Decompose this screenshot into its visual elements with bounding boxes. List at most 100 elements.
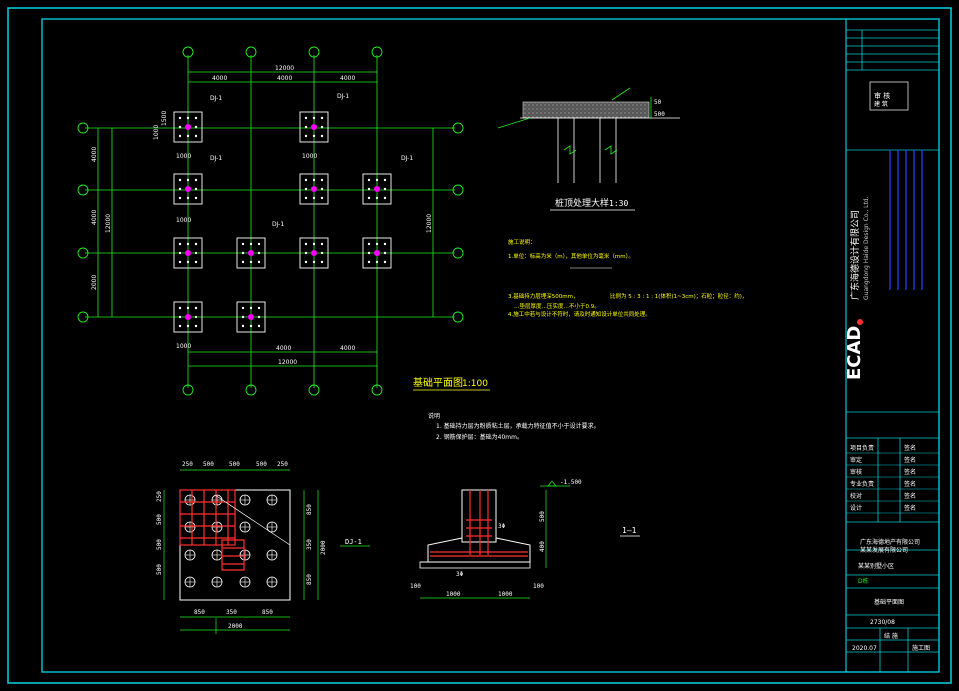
section-dim: 1000 (498, 591, 513, 598)
pile-dot (383, 178, 387, 182)
tb-drawing-name: 基础平面图 (874, 598, 904, 606)
pile-dot (375, 260, 379, 264)
dj-left-dim: 500 (156, 514, 163, 525)
pile-dot (320, 134, 324, 138)
dj-right-dim: 350 (306, 539, 313, 550)
pile-detail: 500 50 (497, 87, 680, 183)
pile-dot (178, 187, 182, 191)
pile-dot (383, 187, 387, 191)
pile-dot (257, 251, 261, 255)
pile-dot (320, 187, 324, 191)
footing (299, 237, 329, 269)
pile-dot (320, 196, 324, 200)
footing (173, 173, 203, 205)
dj-top-dim: 500 (229, 461, 240, 468)
pile-dot (186, 242, 190, 246)
stamp-text: 审 核 (874, 91, 890, 100)
footing-tag: DJ-1 (401, 155, 413, 162)
pile-dot (383, 242, 387, 246)
footing-dim: 1000 (302, 153, 317, 160)
stamp-box (869, 81, 909, 111)
tb-row-signature: 签名 (904, 444, 916, 452)
brand-logo: ECAD (844, 326, 865, 380)
pile-dot (249, 260, 253, 264)
footing (173, 301, 203, 333)
pile-dot (178, 251, 182, 255)
pile-dot (249, 324, 253, 328)
tb-row-signature: 签名 (904, 480, 916, 488)
tb-discipline: 结 施 (884, 632, 898, 640)
section-label: 1—1 (622, 526, 637, 535)
notes-line3b: 比例为 5 : 3 : 1 : 1(体积(1~3cm)；石粒；粒径：约)， (610, 292, 747, 300)
pile-dot (257, 260, 261, 264)
pile-dot (178, 324, 182, 328)
pile-dot (367, 260, 371, 264)
footing (299, 111, 329, 143)
pile-dot (257, 315, 261, 319)
tb-row-signature: 签名 (904, 492, 916, 500)
dj-top-dim: 250 (182, 461, 193, 468)
notes-header: 施工说明： (508, 238, 536, 246)
tb-drawing-no: 2730/08 (870, 619, 895, 626)
notes-line3a: 3.基础持力层埋深500mm， (508, 292, 578, 300)
section-side-dim: 100 (533, 583, 544, 590)
tb-sub-project: D栋 (858, 577, 869, 585)
tb-row-signature: 签名 (904, 468, 916, 476)
plan-title: 基础平面图 (413, 376, 463, 389)
pile-dot (249, 242, 253, 246)
dj-left-dim: 500 (156, 539, 163, 550)
dj-tag: DJ-1 (345, 538, 362, 546)
pile-dot (257, 242, 261, 246)
tb-client2: 某某发展有限公司 (860, 546, 908, 554)
pile-dot (194, 187, 198, 191)
pile-dot (312, 242, 316, 246)
pile-dot (312, 196, 316, 200)
pile-dot (383, 251, 387, 255)
pile-dot (194, 242, 198, 246)
pile-dot (304, 125, 308, 129)
stamp-text-2: 建 筑 (874, 100, 888, 108)
footing-dots (178, 116, 387, 328)
pile-dot (186, 178, 190, 182)
pile-dot (194, 196, 198, 200)
dim-bottom-2: 4000 (340, 345, 355, 352)
dim-bottom-1: 4000 (276, 345, 291, 352)
footings (173, 111, 392, 333)
pile-dot (257, 324, 261, 328)
dj-left-dim: 500 (156, 564, 163, 575)
notes-line4: 4.施工中若与设计不符时，请及时通知设计单位共同处理。 (508, 310, 651, 318)
pile-dot (367, 242, 371, 246)
tb-project: 某某别墅小区 (858, 562, 894, 570)
pile-dot (304, 260, 308, 264)
dim-left-4: 2000 (91, 275, 98, 290)
pile-dot (367, 251, 371, 255)
section-side-dim: 100 (410, 583, 421, 590)
dim-bottom-total: 12000 (278, 359, 297, 366)
pile-dot (186, 196, 190, 200)
company-cn: 广东海德设计有限公司 (849, 210, 861, 300)
row-dim: 1000 (153, 125, 160, 140)
dim-left-2: 4000 (91, 210, 98, 225)
company-en: Guangdong Haide Design Co., Ltd. (863, 196, 870, 300)
pile-dot (304, 178, 308, 182)
pile-dot (312, 178, 316, 182)
pile-elev: 500 (654, 111, 665, 118)
dj1-detail (163, 469, 370, 634)
pile-dot (312, 260, 316, 264)
footing (362, 173, 392, 205)
grid-bubbles (77, 46, 464, 396)
section-rebar: 3Φ (456, 571, 464, 578)
notes-line1: 1.单位：标高为米（m），其他单位为毫米（mm）。 (508, 252, 634, 260)
dj-right-dim: 850 (306, 574, 313, 585)
dj-top-dim: 500 (203, 461, 214, 468)
pile-dot (194, 315, 198, 319)
pile-dot (178, 315, 182, 319)
pile-dot (194, 116, 198, 120)
pile-dot (186, 116, 190, 120)
pile-dot (241, 306, 245, 310)
pile-dot (375, 178, 379, 182)
pile-dot (304, 251, 308, 255)
pile-dot (186, 260, 190, 264)
tb-row-key: 审核 (850, 468, 862, 476)
pile-dot (241, 260, 245, 264)
